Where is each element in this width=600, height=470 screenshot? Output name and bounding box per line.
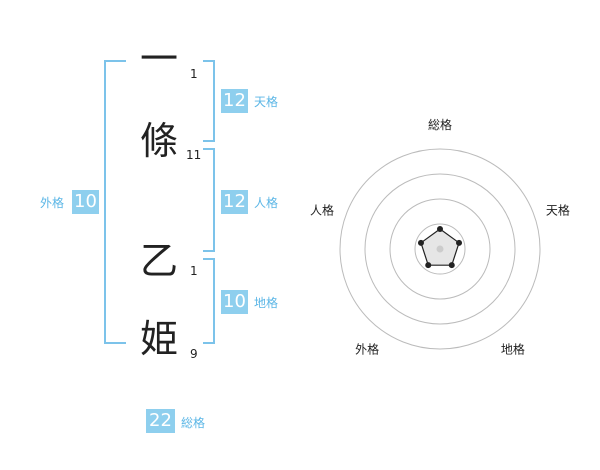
chikaku-value: 10 [221, 290, 248, 314]
radar-ring-3 [364, 173, 516, 325]
radar-ring-1 [414, 223, 466, 275]
stroke-count-3: 1 [190, 264, 198, 278]
radar-point-2 [456, 239, 463, 246]
radar-axis-label-4: 外格 [355, 341, 379, 356]
jinkaku-value: 12 [221, 190, 248, 214]
stroke-count-4: 9 [190, 347, 198, 361]
chikaku-label: 地格 [254, 296, 279, 310]
tenkaku-bracket [203, 60, 215, 142]
radar-axis-label-2: 天格 [546, 203, 570, 218]
name-char-1: 一 [140, 37, 179, 81]
radar-axis-label-3: 地格 [501, 341, 525, 356]
jinkaku-label: 人格 [254, 196, 279, 210]
radar-point-4 [425, 262, 432, 269]
radar-ring-2 [389, 198, 491, 300]
stroke-count-2: 11 [186, 148, 202, 162]
name-char-4: 姫 [140, 317, 179, 361]
stroke-count-1: 1 [190, 67, 198, 81]
tenkaku-value: 12 [221, 89, 248, 113]
radar-center [436, 245, 444, 253]
soukaku-value: 22 [146, 409, 175, 433]
chikaku-bracket [203, 258, 215, 344]
jinkaku-bracket [203, 148, 215, 252]
radar-point-5 [417, 239, 424, 246]
gaikaku-bracket [104, 60, 126, 344]
name-char-3: 乙 [140, 239, 179, 283]
tenkaku-label: 天格 [254, 95, 279, 109]
radar-axis-label-1: 総格 [428, 117, 452, 132]
radar-ring-4 [339, 148, 541, 350]
radar-point-1 [437, 226, 443, 232]
gaikaku-value: 10 [72, 190, 99, 214]
radar-axis-label-5: 人格 [310, 203, 334, 218]
gaikaku-label: 外格 [40, 196, 65, 210]
radar-point-3 [448, 262, 455, 269]
name-char-2: 條 [140, 119, 179, 163]
soukaku-label: 総格 [181, 416, 206, 430]
